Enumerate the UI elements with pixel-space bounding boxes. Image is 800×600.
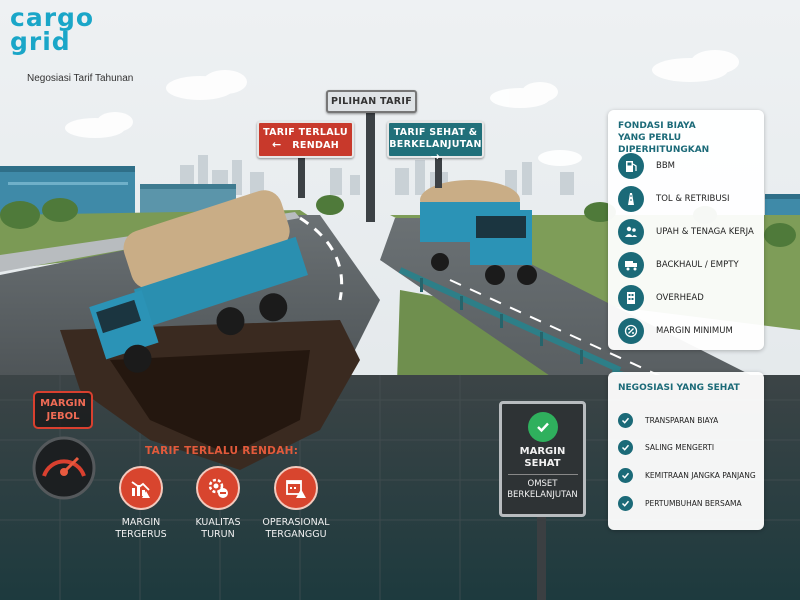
issue-margin-tergerus: MARGIN TERGERUS [96, 466, 186, 541]
margin-jebol-line-2: JEBOL [46, 411, 80, 422]
declining-chart-warning-icon [119, 466, 163, 510]
nego-item-label: SALING MENGERTI [645, 442, 715, 452]
nego-item-label: TRANSPARAN BIAYA [645, 415, 719, 425]
sign-tarif-terlalu-rendah: TARIF TERLALU ← RENDAH [257, 121, 354, 158]
sign-pilihan-tarif: PILIHAN TARIF [326, 90, 417, 113]
arrow-right-icon: → [430, 150, 441, 163]
building-icon [618, 285, 644, 311]
divider [507, 474, 578, 475]
sign-right-line-2: BERKELANJUTAN [389, 139, 482, 150]
cost-item-label: TOL & RETRIBUSI [656, 194, 730, 204]
margin-sehat-sub-line-2: BERKELANJUTAN [507, 490, 578, 500]
cost-item-upah: UPAH & TENAGA KERJA [618, 218, 754, 246]
cost-panel-title-line-1: FONDASI BIAYA [618, 121, 696, 131]
cargogrid-logo[interactable]: cargo grid [10, 3, 160, 56]
calendar-warning-icon [274, 466, 318, 510]
falling-truck [89, 190, 308, 373]
nego-item: SALING MENGERTI [618, 439, 714, 455]
issue-label-line-1: KUALITAS [195, 517, 241, 528]
cost-item-bbm: BBM [618, 152, 675, 180]
issue-label: OPERASIONAL TERGANGGU [251, 517, 341, 541]
tagline: Negosiasi Tarif Tahunan [27, 73, 134, 84]
sign-right-line-1: TARIF SEHAT & [393, 127, 478, 138]
cost-item-label: BACKHAUL / EMPTY [656, 260, 739, 270]
nego-item: TRANSPARAN BIAYA [618, 412, 718, 428]
check-icon [618, 467, 633, 483]
issue-label-line-2: TURUN [201, 529, 235, 540]
logo-line-2: grid [10, 27, 71, 56]
healthy-truck [420, 180, 537, 285]
margin-jebol-label: MARGIN JEBOL [33, 391, 93, 429]
nego-item: PERTUMBUHAN BERSAMA [618, 495, 742, 511]
issue-label: KUALITAS TURUN [173, 517, 263, 541]
arrow-left-icon: ← [271, 138, 282, 151]
issue-label-line-1: MARGIN [121, 517, 161, 528]
check-icon [618, 495, 633, 511]
issue-label-line-2: TERGANGGU [265, 529, 327, 540]
truck-icon [618, 252, 644, 278]
cost-item-margin: MARGIN MINIMUM [618, 317, 733, 345]
clouds [65, 50, 739, 166]
nego-panel-title: NEGOSIASI YANG SEHAT [618, 383, 740, 393]
margin-sehat-line-1: MARGIN [519, 446, 566, 457]
healthy-negotiation-panel: NEGOSIASI YANG SEHAT TRANSPARAN BIAYA SA… [608, 372, 764, 530]
nego-item: KEMITRAAN JANGKA PANJANG [618, 467, 756, 483]
logo-line-1: cargo [10, 3, 95, 32]
issue-operasional-terganggu: OPERASIONAL TERGANGGU [251, 466, 341, 541]
sign-left-line-2: RENDAH [292, 140, 340, 151]
cost-item-overhead: OVERHEAD [618, 284, 704, 312]
issue-kualitas-turun: KUALITAS TURUN [173, 466, 263, 541]
nego-item-label: PERTUMBUHAN BERSAMA [645, 498, 742, 508]
check-circle-icon [527, 412, 558, 442]
margin-sehat-sub-line-1: OMSET [527, 479, 558, 489]
fuel-pump-icon [618, 153, 644, 179]
issue-label-line-2: TERGERUS [115, 529, 167, 540]
cost-item-label: BBM [656, 161, 675, 171]
cost-item-label: UPAH & TENAGA KERJA [656, 227, 754, 237]
cost-item-tol: TOL & RETRIBUSI [618, 185, 730, 213]
road-icon [618, 186, 644, 212]
percent-icon [618, 318, 644, 344]
issue-label-line-1: OPERASIONAL [262, 517, 330, 528]
cost-item-label: MARGIN MINIMUM [656, 326, 733, 336]
cost-item-backhaul: BACKHAUL / EMPTY [618, 251, 739, 279]
cost-foundation-panel: FONDASI BIAYA YANG PERLU DIPERHITUNGKAN … [608, 110, 764, 350]
check-icon [618, 439, 633, 455]
sign-post [537, 517, 546, 600]
issue-label: MARGIN TERGERUS [96, 517, 186, 541]
cost-panel-title: FONDASI BIAYA YANG PERLU DIPERHITUNGKAN [618, 120, 758, 156]
margin-sehat-sign: MARGIN SEHAT OMSET BERKELANJUTAN [499, 401, 586, 517]
cost-item-label: OVERHEAD [656, 293, 704, 303]
check-icon [618, 412, 633, 428]
sign-main-label: PILIHAN TARIF [331, 96, 412, 107]
cost-panel-title-line-2: YANG PERLU DIPERHITUNGKAN [618, 133, 710, 155]
low-tariff-title: TARIF TERLALU RENDAH: [145, 445, 299, 457]
gauge-icon [32, 436, 96, 500]
sign-left-line-1: TARIF TERLALU [263, 127, 348, 138]
margin-sehat-line-2: SEHAT [524, 458, 561, 469]
gear-minus-icon [196, 466, 240, 510]
sign-tarif-sehat: TARIF SEHAT & BERKELANJUTAN → [387, 121, 484, 163]
margin-jebol-line-1: MARGIN [40, 398, 86, 409]
nego-item-label: KEMITRAAN JANGKA PANJANG [645, 470, 756, 480]
people-icon [618, 219, 644, 245]
